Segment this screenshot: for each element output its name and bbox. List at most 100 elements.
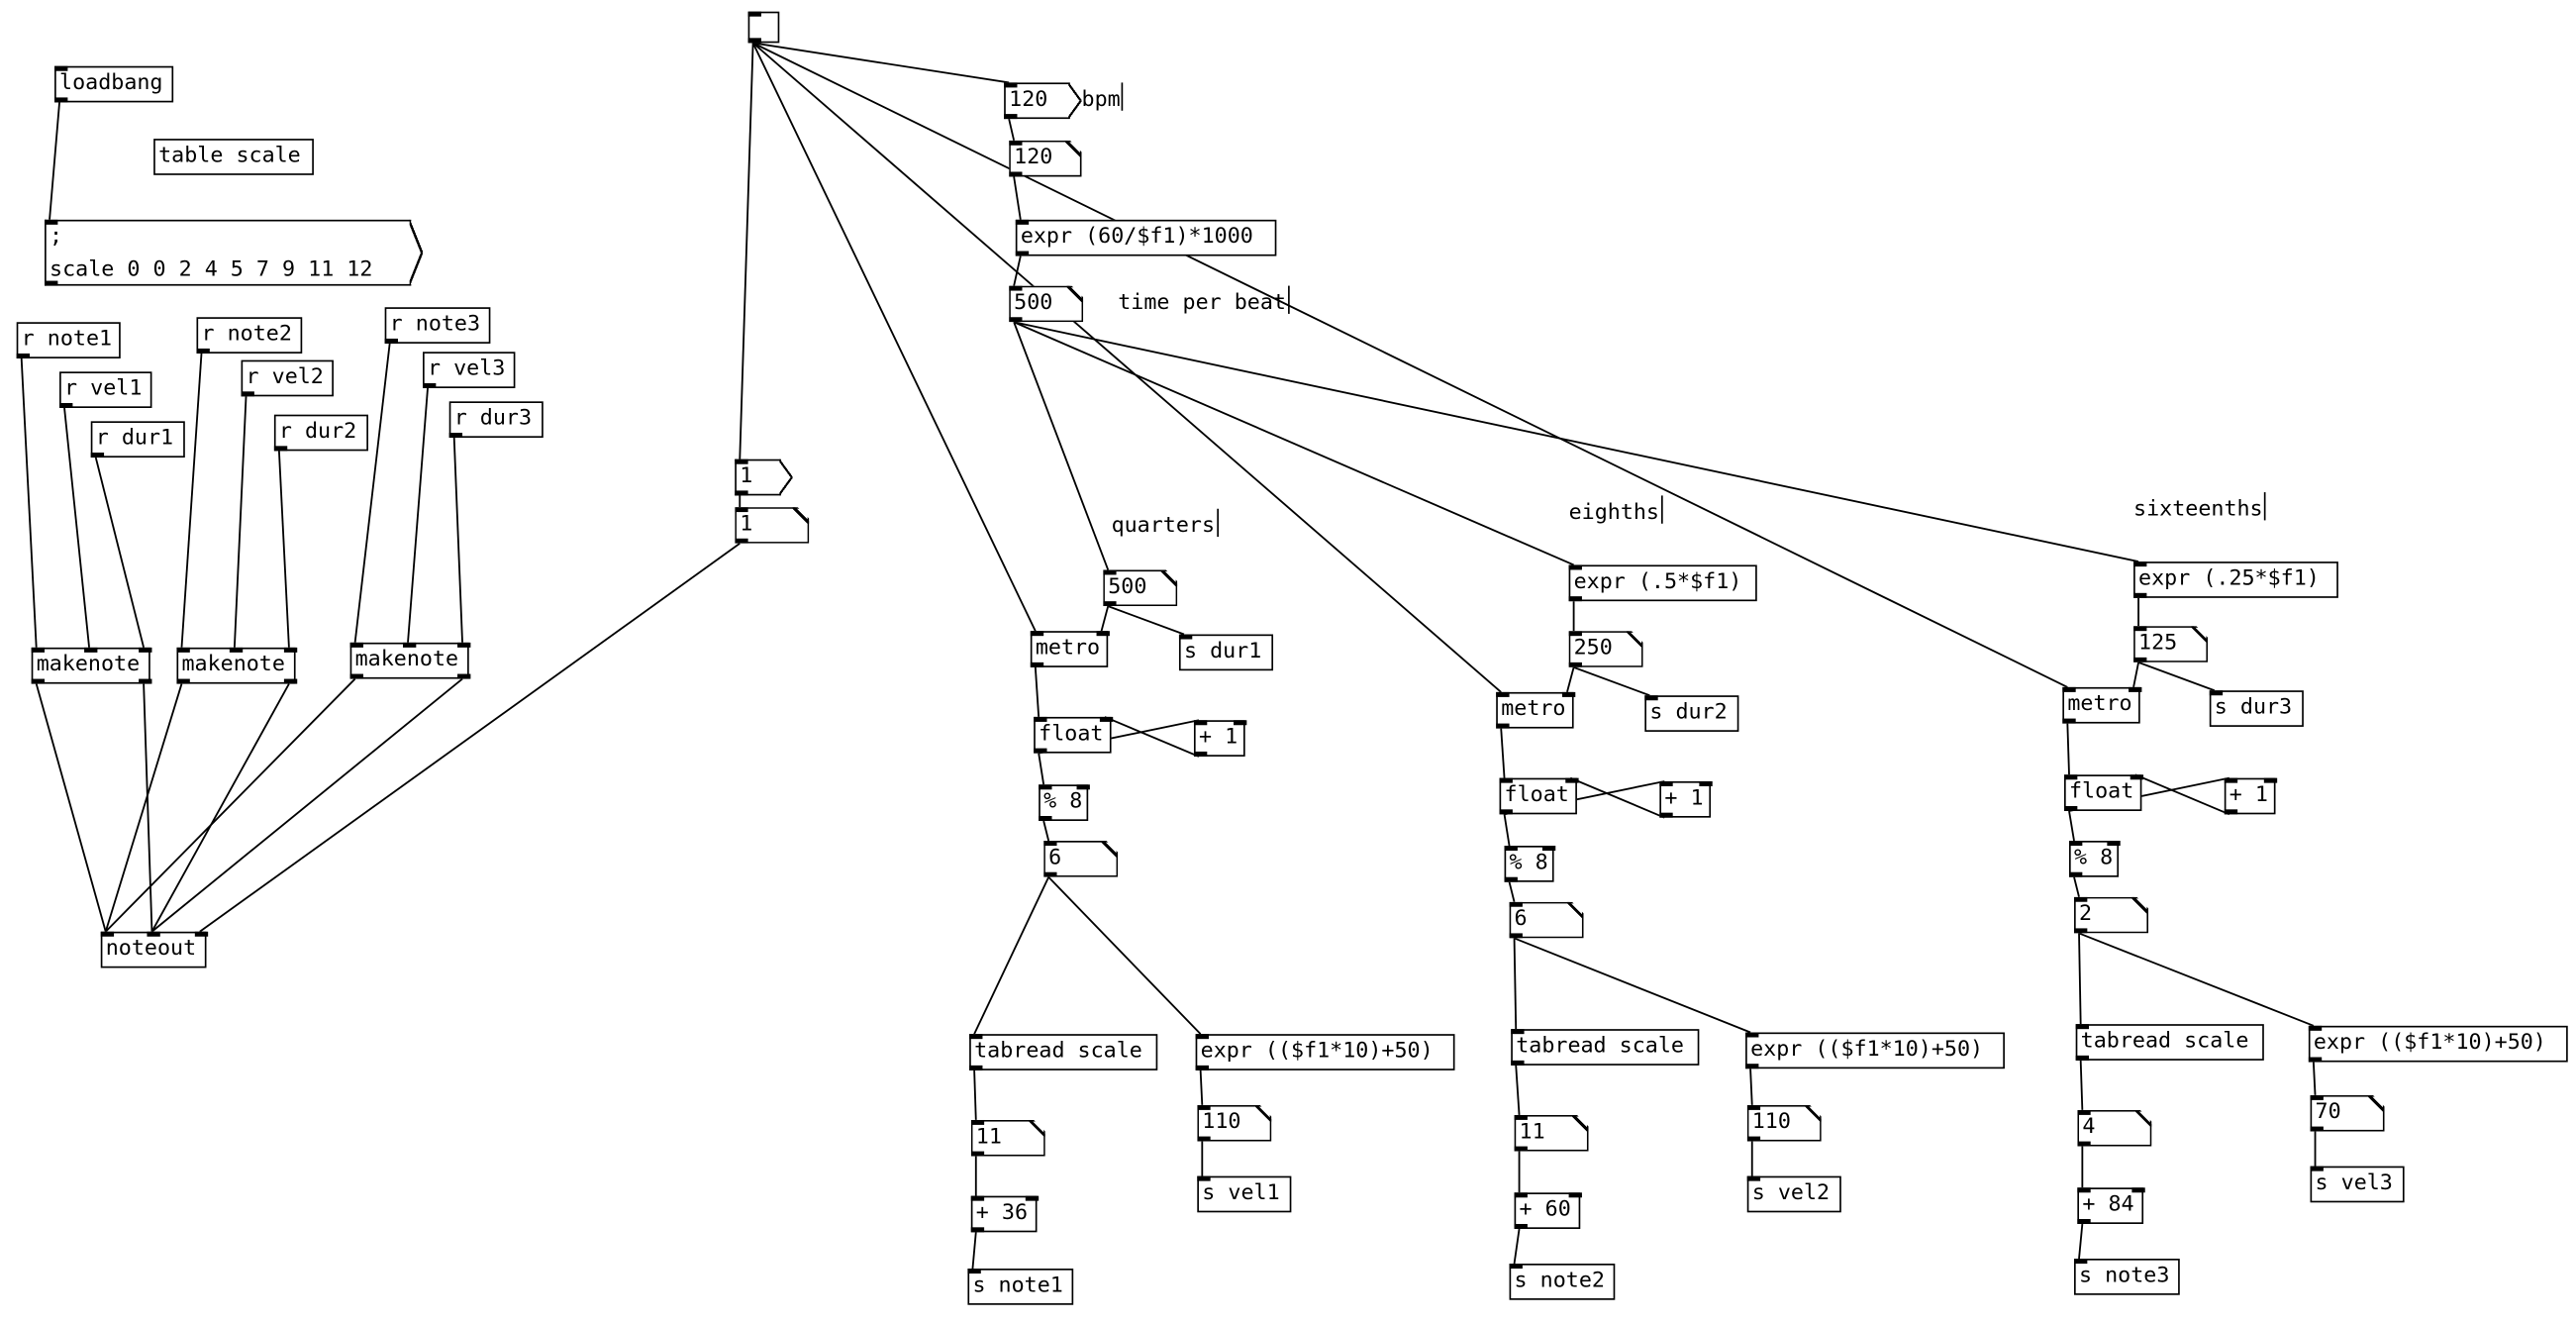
message-box-scale-msg[interactable]: ; scale 0 0 2 4 5 7 9 11 12 <box>45 219 424 286</box>
object-box-noteout[interactable]: noteout <box>100 931 209 968</box>
connection-s_num_step-to-s_expr_vel[interactable] <box>2078 932 2315 1027</box>
inlet[interactable] <box>1043 841 1056 846</box>
object-box-e-float[interactable]: float <box>1499 777 1579 815</box>
inlet[interactable] <box>2064 774 2078 780</box>
number-box-q-num-vel[interactable]: 110 <box>1197 1105 1271 1142</box>
outlet[interactable] <box>90 453 105 459</box>
outlet[interactable] <box>970 1227 985 1233</box>
connection-q_num_step-to-q_tabread[interactable] <box>973 876 1050 1035</box>
connection-e_plus1-to-e_float[interactable] <box>1569 776 1665 819</box>
inlet[interactable] <box>969 1034 983 1040</box>
connection-s_mod-to-s_num_step[interactable] <box>2073 876 2080 897</box>
object-box-loadbang[interactable]: loadbang <box>54 65 174 103</box>
inlet[interactable] <box>54 65 68 71</box>
inlet[interactable] <box>283 647 298 653</box>
object-box-q-metro[interactable]: metro <box>1030 631 1110 667</box>
connection-s_tabread-to-s_num_note[interactable] <box>2079 1060 2084 1110</box>
object-box-r-vel2[interactable]: r vel2 <box>241 359 334 397</box>
inlet[interactable] <box>1233 720 1247 726</box>
inlet[interactable] <box>2077 1187 2091 1193</box>
connection-q_mod-to-q_num_step[interactable] <box>1042 820 1050 842</box>
connection-num_500-to-s_expr_dur[interactable] <box>1013 321 2139 563</box>
outlet[interactable] <box>2077 1218 2091 1224</box>
object-box-s-metro[interactable]: metro <box>2062 686 2142 724</box>
outlet[interactable] <box>384 338 398 344</box>
object-box-e-s-vel[interactable]: s vel2 <box>1746 1175 1841 1213</box>
connection-r_vel2-to-makenote2[interactable] <box>233 396 248 648</box>
inlet[interactable] <box>349 642 363 648</box>
connection-s_plus_oct-to-s_s_note[interactable] <box>2078 1223 2084 1260</box>
connection-bang-to-msg_120[interactable] <box>752 42 1010 84</box>
message-box-msg-1[interactable]: 1 <box>735 459 793 496</box>
object-box-q-s-note[interactable]: s note1 <box>967 1269 1074 1305</box>
object-box-s-tabread[interactable]: tabread scale <box>2075 1024 2264 1061</box>
object-box-makenote2[interactable]: makenote <box>176 647 298 684</box>
outlet[interactable] <box>45 280 58 286</box>
object-box-e-expr-vel[interactable]: expr (($f1*10)+50) <box>1745 1032 2005 1070</box>
outlet[interactable] <box>1195 1065 1209 1070</box>
connection-e_num_dur-to-e_metro[interactable] <box>1566 666 1575 693</box>
connection-e_metro-to-e_float[interactable] <box>1500 728 1506 778</box>
inlet[interactable] <box>1510 902 1523 907</box>
object-box-q-s-dur[interactable]: s dur1 <box>1178 634 1274 671</box>
inlet[interactable] <box>1569 631 1582 636</box>
connection-e_float-to-e_mod[interactable] <box>1503 814 1511 847</box>
inlet[interactable] <box>1099 716 1114 722</box>
inlet[interactable] <box>1195 1034 1209 1040</box>
inlet[interactable] <box>1509 1264 1523 1270</box>
inlet[interactable] <box>2263 777 2278 783</box>
inlet[interactable] <box>1568 564 1582 570</box>
outlet[interactable] <box>735 490 748 496</box>
outlet[interactable] <box>31 678 46 684</box>
connection-q_metro-to-q_float[interactable] <box>1034 666 1040 717</box>
inlet[interactable] <box>1025 1195 1040 1201</box>
outlet[interactable] <box>196 348 210 354</box>
outlet[interactable] <box>1745 1064 1759 1070</box>
number-box-s-num-dur[interactable]: 125 <box>2133 626 2208 662</box>
inlet[interactable] <box>2062 686 2076 692</box>
connection-s_plus1-to-s_float[interactable] <box>2134 773 2230 816</box>
inlet[interactable] <box>2077 1110 2090 1115</box>
inlet[interactable] <box>2209 690 2224 696</box>
outlet[interactable] <box>241 391 254 397</box>
inlet[interactable] <box>1699 780 1713 786</box>
object-box-s-float[interactable]: float <box>2064 774 2144 811</box>
outlet[interactable] <box>2064 805 2078 811</box>
inlet[interactable] <box>2130 774 2144 780</box>
inlet[interactable] <box>2074 1259 2088 1265</box>
outlet[interactable] <box>2069 871 2083 877</box>
outlet[interactable] <box>1004 114 1018 120</box>
inlet[interactable] <box>1644 695 1658 701</box>
connection-s_float-to-s_mod[interactable] <box>2068 810 2075 842</box>
object-box-table-scale[interactable]: table scale <box>153 139 314 175</box>
object-box-q-mod[interactable]: % 8 <box>1039 784 1090 821</box>
inlet[interactable] <box>1197 1175 1211 1181</box>
outlet[interactable] <box>1511 1060 1525 1066</box>
connection-s_num_dur-to-s_s_dur[interactable] <box>2137 662 2216 692</box>
connection-makenote2-to-noteout[interactable] <box>104 683 183 933</box>
outlet[interactable] <box>1514 1223 1528 1229</box>
number-box-num-500[interactable]: 500 <box>1009 286 1083 323</box>
connection-r_vel3-to-makenote3[interactable] <box>407 387 429 643</box>
inlet[interactable] <box>1561 691 1576 697</box>
inlet[interactable] <box>1499 777 1513 783</box>
connection-loadbang-to-scale_msg[interactable] <box>49 102 60 220</box>
bang-button-bang[interactable] <box>747 11 780 44</box>
outlet[interactable] <box>1015 251 1030 256</box>
message-box-msg-120[interactable]: 120 <box>1004 82 1082 120</box>
inlet[interactable] <box>1745 1032 1759 1038</box>
object-box-q-plus-oct[interactable]: + 36 <box>970 1195 1040 1233</box>
outlet[interactable] <box>1504 876 1518 882</box>
object-box-expr-beat[interactable]: expr (60/$f1)*1000 <box>1015 219 1277 256</box>
object-box-e-expr-dur[interactable]: expr (.5*$f1) <box>1568 564 1757 602</box>
inlet[interactable] <box>2069 841 2083 847</box>
number-box-e-num-dur[interactable]: 250 <box>1569 631 1643 667</box>
inlet[interactable] <box>1096 631 1110 637</box>
object-box-r-dur2[interactable]: r dur2 <box>273 414 368 452</box>
outlet[interactable] <box>1193 751 1208 757</box>
inlet[interactable] <box>971 1120 984 1125</box>
outlet[interactable] <box>1034 748 1047 754</box>
inlet[interactable] <box>1197 1105 1210 1110</box>
connection-makenote2-to-noteout[interactable] <box>150 683 290 933</box>
